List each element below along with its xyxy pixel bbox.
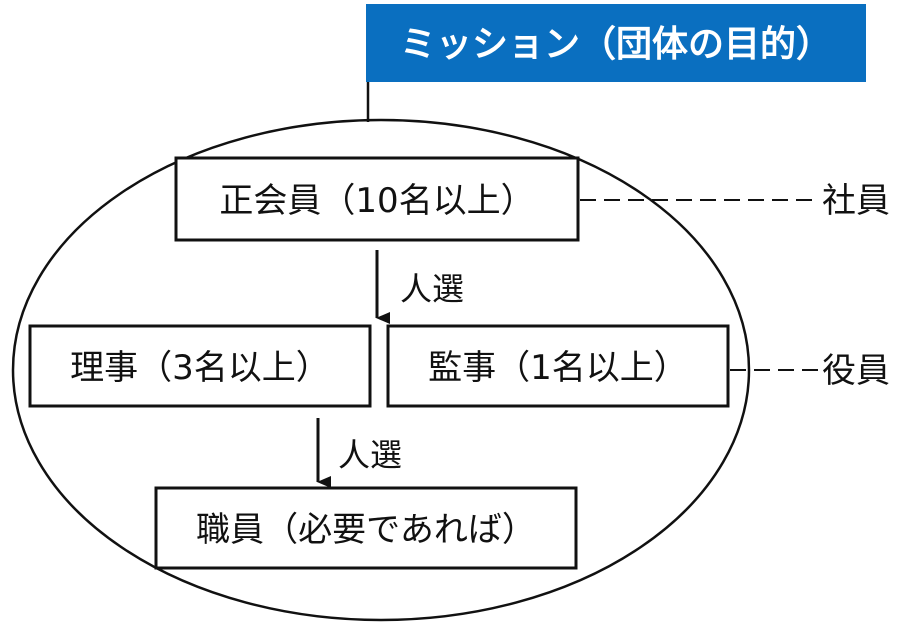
directors-box-label: 理事（3名以上）	[70, 348, 330, 388]
mission-banner	[366, 4, 866, 82]
directors-box	[28, 324, 372, 408]
staff-box	[154, 486, 578, 570]
mission-label: ミッション（団体の目的）	[400, 24, 832, 65]
auditors-box	[386, 324, 730, 408]
members-box	[174, 156, 580, 242]
select-directors-label: 人選	[400, 270, 464, 308]
staff-box-label: 職員（必要であれば）	[196, 510, 536, 550]
officers-side-label: 役員	[822, 351, 890, 391]
organization-ellipse	[11, 118, 751, 622]
members-box-label: 正会員（10名以上）	[219, 181, 534, 221]
members-side-label: 社員	[822, 181, 890, 221]
auditors-box-label: 監事（1名以上）	[428, 348, 688, 388]
select-staff-label: 人選	[338, 436, 402, 474]
